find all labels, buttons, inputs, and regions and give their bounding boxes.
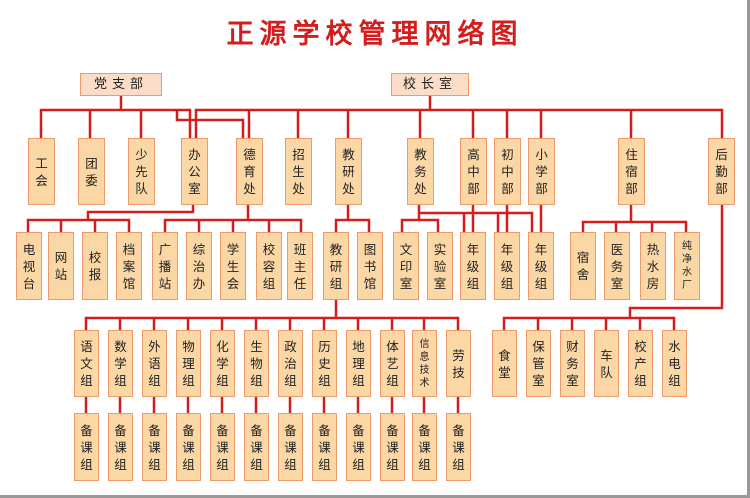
node-subject-group: 语文组 <box>74 330 99 397</box>
node-unit: 图书馆 <box>357 232 383 300</box>
node-department: 少先队 <box>128 138 155 205</box>
connector <box>502 204 724 330</box>
node-unit: 年级组 <box>528 232 554 300</box>
connector <box>400 204 534 232</box>
node-lesson-prep-group: 备课组 <box>210 413 235 481</box>
node-lesson-prep-group: 备课组 <box>74 413 99 481</box>
node-subject-group: 外语组 <box>142 330 167 397</box>
node-unit: 电视台 <box>16 232 42 300</box>
node-department: 德育处 <box>236 138 263 205</box>
node-subject-group: 物理组 <box>176 330 201 397</box>
chart-title: 正源学校管理网络图 <box>226 19 524 50</box>
node-unit: 实验室 <box>427 232 453 300</box>
node-department: 教务处 <box>407 138 434 205</box>
node-lesson-prep-group: 备课组 <box>312 413 337 481</box>
node-department: 初中部 <box>494 138 521 205</box>
node-unit: 综治办 <box>186 232 212 300</box>
node-logistics-unit: 食堂 <box>492 330 517 397</box>
node-lesson-prep-group: 备课组 <box>142 413 167 481</box>
connector <box>581 204 688 232</box>
node-unit: 校容组 <box>256 232 282 300</box>
node-department: 工会 <box>28 138 55 205</box>
node-subject-group: 政治组 <box>278 330 303 397</box>
node-subject-group: 信息技术 <box>412 330 437 397</box>
node-logistics-unit: 保管室 <box>526 330 551 397</box>
node-unit: 学生会 <box>220 232 246 300</box>
node-department: 招生处 <box>285 138 312 205</box>
node-subject-group: 数学组 <box>108 330 133 397</box>
node-subject-group: 劳技 <box>446 330 471 397</box>
node-logistics-unit: 水电组 <box>662 330 687 397</box>
node-unit: 档案馆 <box>116 232 142 300</box>
connector <box>471 204 543 232</box>
node-department: 住宿部 <box>618 138 645 205</box>
node-lesson-prep-group: 备课组 <box>176 413 201 481</box>
connector <box>194 95 724 138</box>
node-unit: 教研组 <box>323 232 349 300</box>
node-lesson-prep-group: 备课组 <box>108 413 133 481</box>
node-logistics-unit: 财务室 <box>560 330 585 397</box>
node-unit: 热水房 <box>640 232 666 300</box>
node-lesson-prep-group: 备课组 <box>380 413 405 481</box>
node-lesson-prep-group: 备课组 <box>346 413 371 481</box>
node-department: 教研处 <box>335 138 362 205</box>
connector <box>26 204 195 232</box>
node-department: 小学部 <box>528 138 555 205</box>
connector <box>163 204 303 232</box>
node-subject-group: 历史组 <box>312 330 337 397</box>
node-logistics-unit: 校产组 <box>628 330 653 397</box>
connector <box>84 300 460 330</box>
node-unit: 纯净水厂 <box>674 232 700 300</box>
node-unit: 文印室 <box>393 232 419 300</box>
connector <box>334 204 371 232</box>
node-lesson-prep-group: 备课组 <box>278 413 303 481</box>
node-unit: 年级组 <box>460 232 486 300</box>
node-lesson-prep-group: 备课组 <box>446 413 471 481</box>
node-lesson-prep-group: 备课组 <box>244 413 269 481</box>
connector <box>39 95 245 138</box>
node-unit: 年级组 <box>494 232 520 300</box>
node-unit: 医务室 <box>604 232 630 300</box>
connector <box>84 397 460 413</box>
node-department: 办公室 <box>181 138 208 205</box>
node-unit: 广播站 <box>152 232 178 300</box>
node-unit: 网站 <box>48 232 74 300</box>
node-unit: 宿舍 <box>570 232 596 300</box>
node-party-branch: 党支部 <box>80 73 162 96</box>
node-unit: 校报 <box>82 232 108 300</box>
node-department: 高中部 <box>460 138 487 205</box>
node-department: 后勤部 <box>708 138 735 205</box>
node-unit: 班主任 <box>287 232 313 300</box>
node-subject-group: 体艺组 <box>380 330 405 397</box>
node-logistics-unit: 车队 <box>594 330 619 397</box>
node-subject-group: 生物组 <box>244 330 269 397</box>
node-subject-group: 化学组 <box>210 330 235 397</box>
node-lesson-prep-group: 备课组 <box>412 413 437 481</box>
node-department: 团委 <box>78 138 105 205</box>
node-principal-office: 校长室 <box>391 73 469 96</box>
node-subject-group: 地理组 <box>346 330 371 397</box>
